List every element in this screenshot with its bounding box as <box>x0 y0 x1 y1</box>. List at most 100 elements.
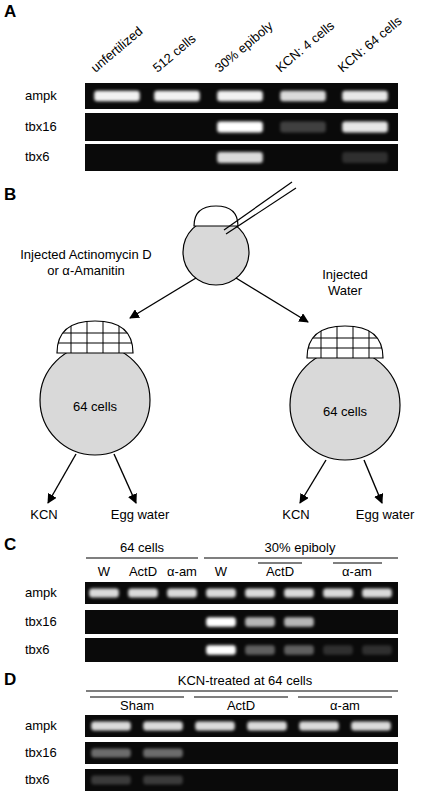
blastoderm <box>307 326 383 358</box>
lane-label: 30% epiboly <box>212 18 277 76</box>
gel-background <box>85 715 398 737</box>
gel-strip <box>85 715 398 737</box>
yolk-cell <box>40 345 150 455</box>
gene-label: tbx6 <box>25 772 50 788</box>
yolk-cell <box>183 219 249 285</box>
gene-label: tbx16 <box>25 614 57 630</box>
gel-background <box>85 582 398 604</box>
treatment-label: KCN <box>30 507 57 523</box>
node-heading: Injected Water <box>308 267 382 299</box>
dna-band <box>362 589 392 598</box>
dna-band <box>91 749 131 758</box>
node-body: 64 cells <box>323 404 367 420</box>
dna-band <box>91 722 131 731</box>
treatment-label: KCN <box>282 507 309 523</box>
dna-band <box>128 589 158 598</box>
gel-background <box>85 113 398 141</box>
panel-letter: A <box>4 4 16 20</box>
group-rule <box>86 690 398 691</box>
dna-band <box>143 776 183 785</box>
treatment-arrow <box>300 460 326 503</box>
dna-band <box>299 722 339 731</box>
cell-boundary <box>337 326 338 358</box>
node-body: 64 cells <box>73 399 117 415</box>
lane-label: α-am <box>342 564 372 580</box>
lane-label: ActD <box>129 564 157 580</box>
group-rule <box>333 562 382 563</box>
lane-label: ActD <box>227 698 255 714</box>
gene-label: tbx6 <box>25 149 50 165</box>
dna-band <box>280 121 326 132</box>
lane-label: ActD <box>266 564 294 580</box>
dna-band <box>245 645 275 655</box>
lane-label: W <box>215 564 227 580</box>
group-rule <box>194 696 288 697</box>
group-rule <box>90 696 184 697</box>
gel-strip <box>85 582 398 604</box>
lane-label: KCN: 4 cells <box>273 18 338 76</box>
gene-label: tbx6 <box>25 642 50 658</box>
dna-band <box>195 722 235 731</box>
gel-strip <box>85 113 398 141</box>
blastodisc <box>194 206 238 226</box>
panel-letter: C <box>4 537 16 553</box>
cell-boundary <box>87 321 88 353</box>
cell-boundary <box>307 338 383 339</box>
blastoderm-outline <box>57 321 133 353</box>
dna-band <box>94 91 140 101</box>
gel-strip <box>85 638 398 662</box>
injection-needle <box>226 188 296 234</box>
dna-band <box>362 645 392 655</box>
injected-embryo <box>183 182 296 285</box>
dna-band <box>280 91 326 101</box>
panel-letter: B <box>4 187 16 203</box>
lane-label: KCN: 64 cells <box>335 13 406 76</box>
stage-header: 64 cells <box>120 540 164 556</box>
gel-background <box>85 144 398 171</box>
cell-grid <box>307 326 383 358</box>
gel-background <box>85 83 398 109</box>
dna-band <box>143 722 183 731</box>
dna-band <box>342 91 388 101</box>
dna-band <box>323 645 353 655</box>
dna-band <box>247 722 287 731</box>
lane-label: unfertilized <box>88 23 146 76</box>
gel-background <box>85 610 398 634</box>
gel-strip <box>85 144 398 171</box>
gel-strip <box>85 742 398 764</box>
dna-band <box>217 121 263 132</box>
dna-band <box>206 645 236 655</box>
group-rule <box>204 557 398 558</box>
lane-label: α-am <box>330 698 360 714</box>
stage-header: KCN-treated at 64 cells <box>178 673 312 689</box>
treatment-arrow <box>48 454 76 503</box>
cell-boundary <box>103 321 104 353</box>
dna-band <box>89 589 119 598</box>
gene-label: ampk <box>25 718 57 734</box>
dna-band <box>351 722 391 731</box>
dna-band <box>217 91 263 101</box>
blastoderm-outline <box>307 326 383 358</box>
lane-label: 512 cells <box>150 31 200 76</box>
dna-band <box>342 152 388 163</box>
gel-strip <box>85 83 398 109</box>
gene-label: tbx16 <box>25 745 57 761</box>
dna-band <box>245 617 275 627</box>
embryo-node: Injected Water 64 cells <box>270 245 420 463</box>
dna-band <box>284 617 314 627</box>
cell-boundary <box>57 343 133 344</box>
gene-label: tbx16 <box>25 119 57 135</box>
gel-background <box>85 638 398 662</box>
yolk-cell <box>290 350 400 460</box>
dna-band <box>206 617 236 627</box>
gene-label: ampk <box>25 585 57 601</box>
treatment-arrow <box>114 454 136 503</box>
lane-label: Sham <box>120 698 154 714</box>
gel-background <box>85 742 398 764</box>
dna-band <box>284 645 314 655</box>
dna-band <box>342 121 388 132</box>
split-arrow <box>130 278 196 318</box>
dna-band <box>143 749 183 758</box>
dna-band <box>206 589 236 598</box>
